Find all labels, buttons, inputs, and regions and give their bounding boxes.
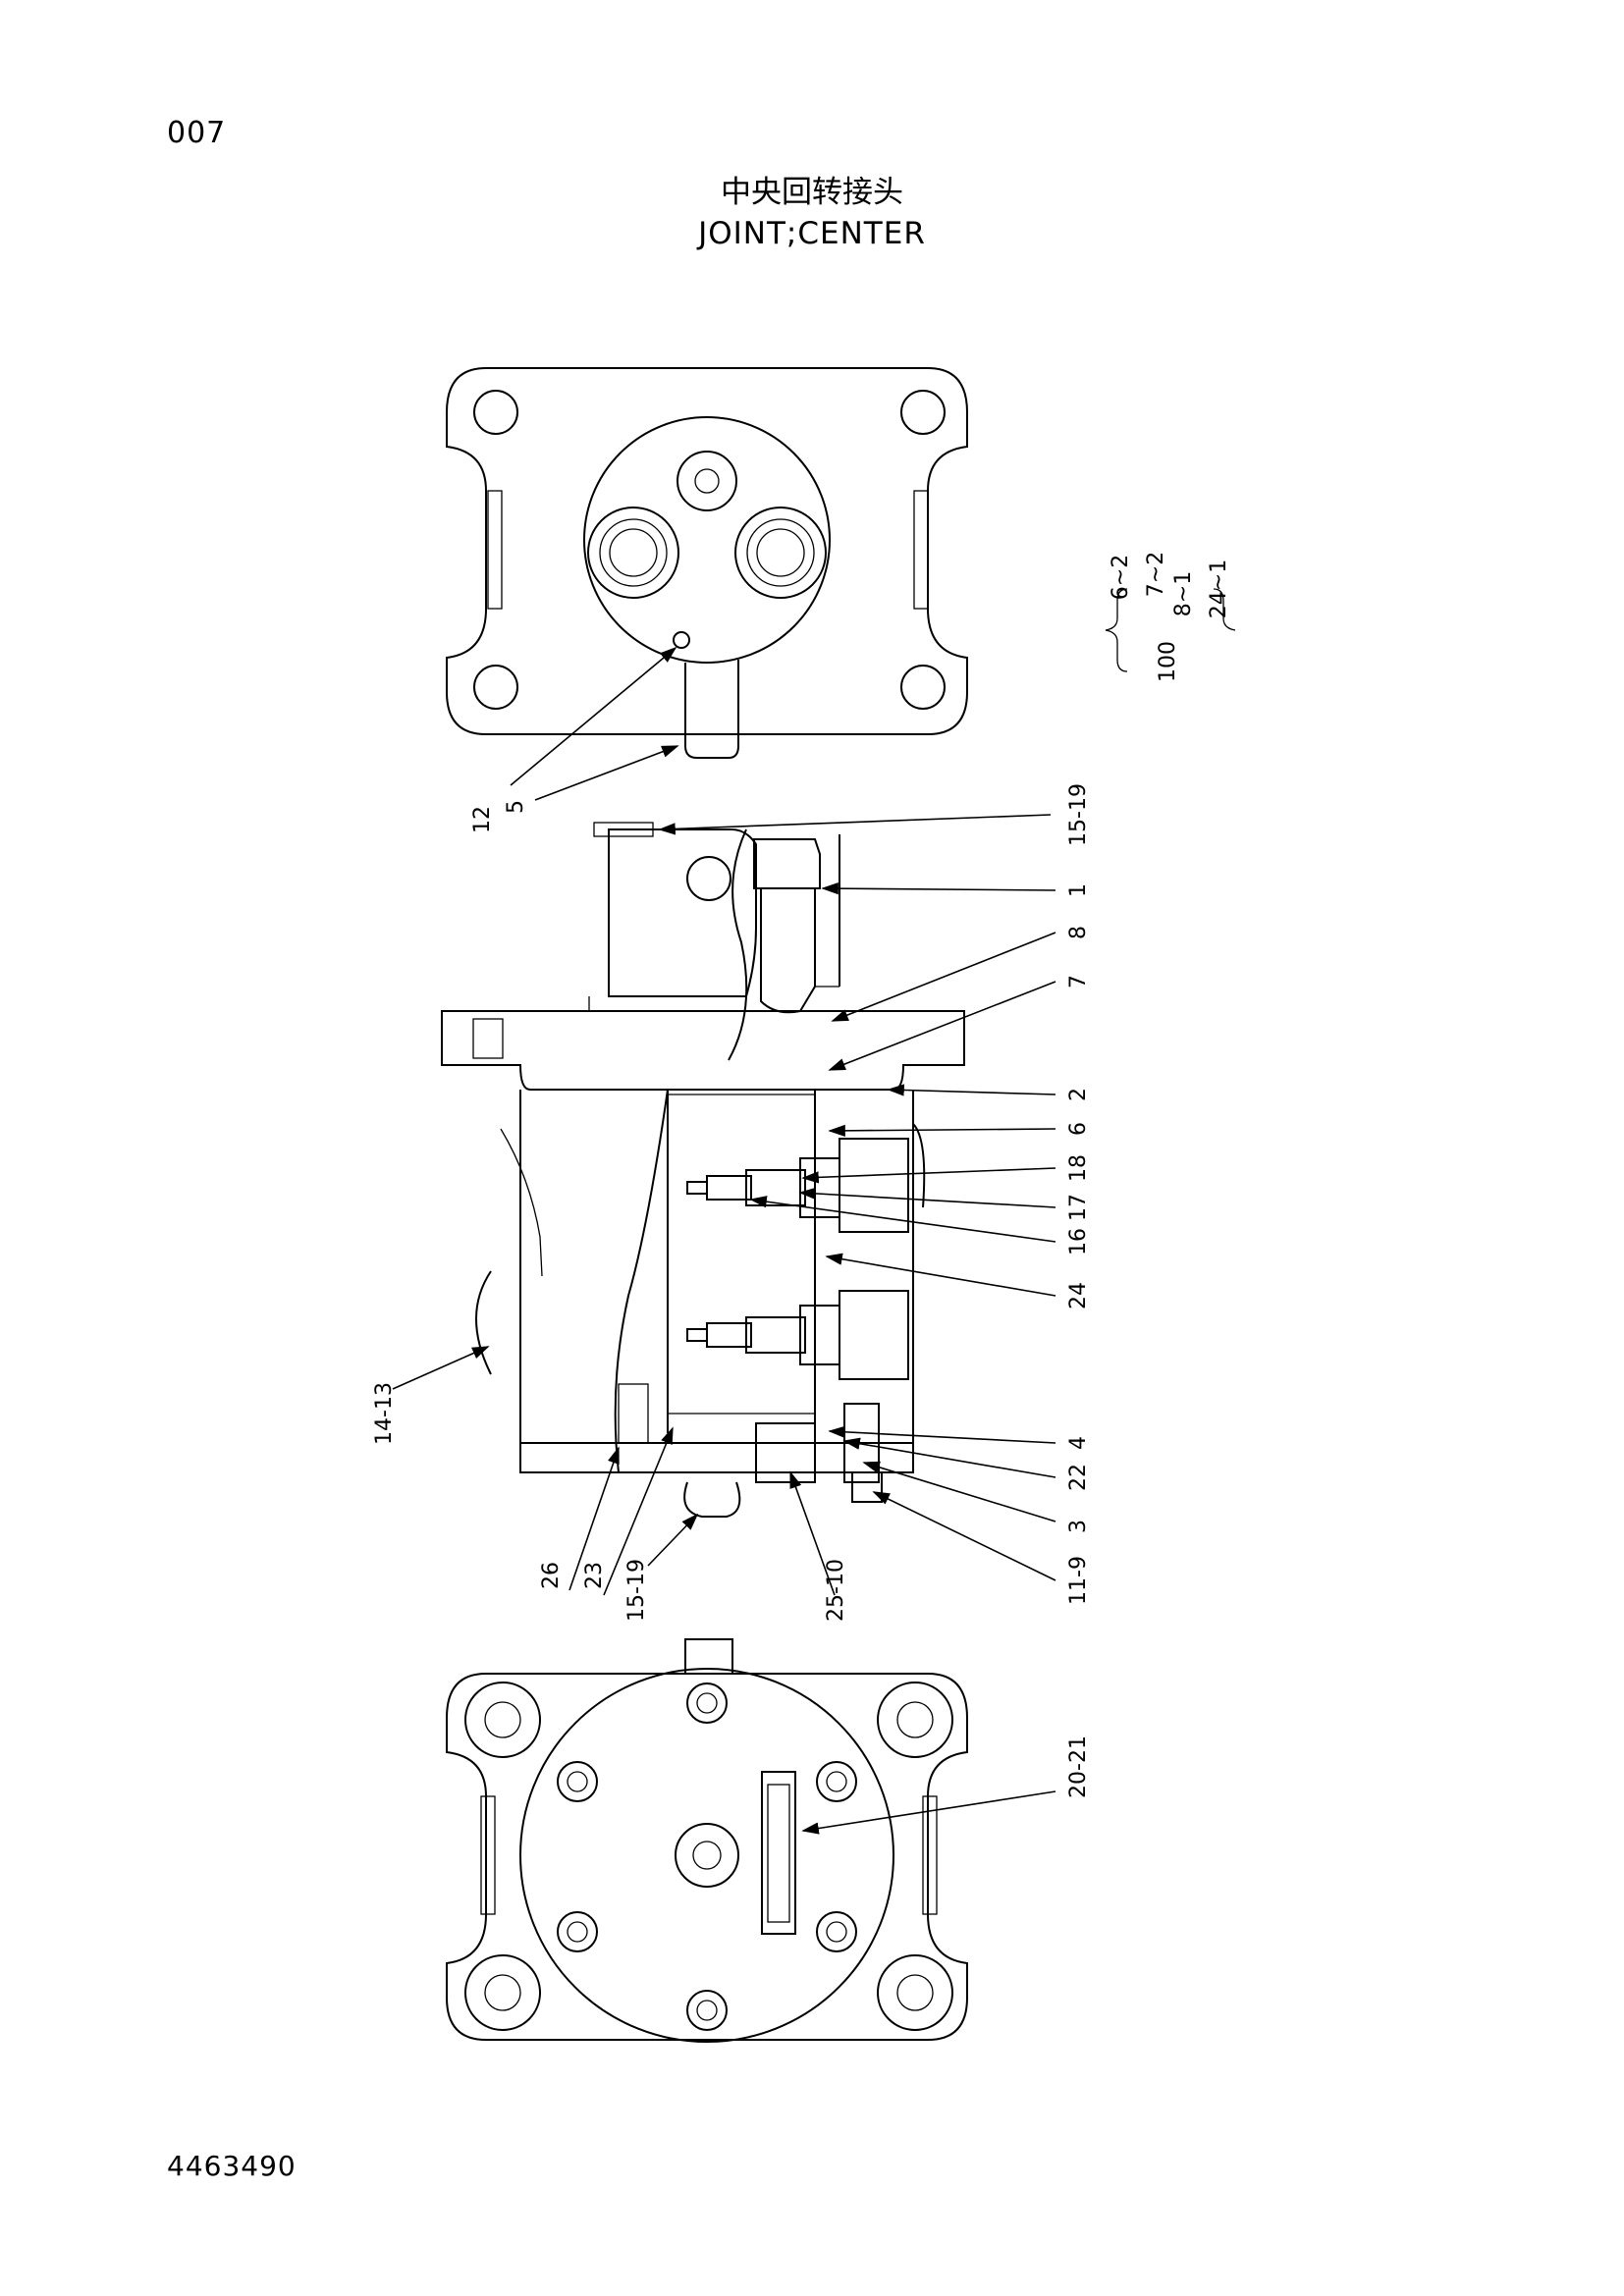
callout-2: 2 [1066, 1088, 1091, 1101]
bottom-view [446, 1638, 1056, 2043]
side-view-leaders [392, 814, 1056, 1596]
side-section-view [441, 822, 965, 1518]
kit-item-3: 8~1 [1171, 571, 1196, 616]
callout-3: 3 [1066, 1520, 1091, 1533]
kit-number: 100 [1156, 641, 1180, 682]
callout-20-21: 20-21 [1066, 1735, 1091, 1798]
callout-14-13: 14-13 [372, 1382, 397, 1445]
fitting-upper [686, 1138, 909, 1233]
document-number: 4463490 [167, 2150, 297, 2182]
page-number: 007 [167, 116, 227, 150]
callout-17: 17 [1066, 1194, 1091, 1221]
callout-5: 5 [504, 800, 528, 814]
callout-16: 16 [1066, 1228, 1091, 1255]
callout-18: 18 [1066, 1154, 1091, 1182]
callout-6: 6 [1066, 1122, 1091, 1136]
title-english: JOINT;CENTER [698, 216, 926, 251]
top-view [446, 367, 968, 801]
fitting-lower [686, 1290, 909, 1380]
kit-item-2: 7~2 [1144, 552, 1168, 597]
kit-item-1: 6~2 [1109, 555, 1133, 600]
callout-25-10: 25-10 [824, 1559, 848, 1622]
callout-7: 7 [1066, 975, 1091, 988]
callout-15-19-top: 15-19 [1066, 783, 1091, 846]
callout-24: 24 [1066, 1282, 1091, 1309]
kit-item-4: 24~1 [1207, 560, 1231, 618]
kit-bracket [1105, 588, 1236, 672]
callout-4: 4 [1066, 1436, 1091, 1450]
callout-22: 22 [1066, 1464, 1091, 1491]
callout-11-9: 11-9 [1066, 1556, 1091, 1605]
callout-12: 12 [470, 806, 495, 833]
callout-15-19-bottom: 15-19 [624, 1559, 649, 1622]
title-chinese: 中央回转接头 [721, 175, 903, 210]
callout-1: 1 [1066, 883, 1091, 897]
callout-26: 26 [539, 1562, 564, 1589]
callout-8: 8 [1066, 926, 1091, 939]
callout-23: 23 [582, 1562, 607, 1589]
